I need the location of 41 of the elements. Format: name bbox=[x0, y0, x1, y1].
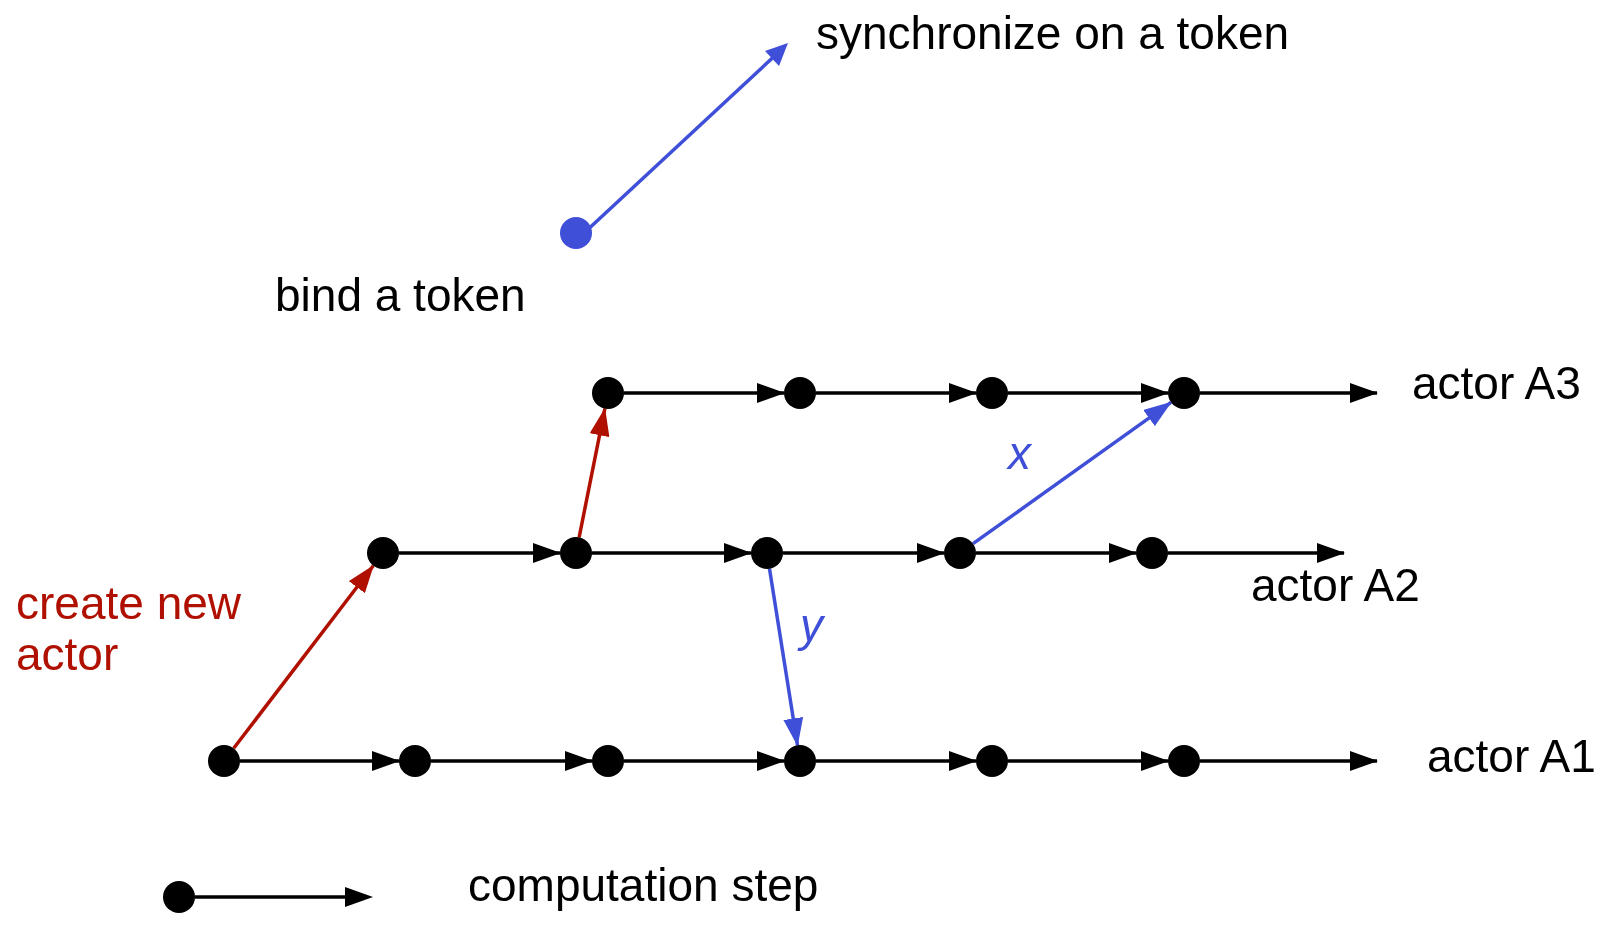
arrow bbox=[592, 543, 752, 563]
step-dot bbox=[1168, 377, 1200, 409]
arrow bbox=[399, 543, 561, 563]
legend-text: computation step bbox=[468, 860, 819, 911]
step-dot bbox=[208, 745, 240, 777]
arrow bbox=[972, 400, 1172, 546]
arrow bbox=[624, 751, 785, 771]
step-dot bbox=[367, 537, 399, 569]
arrow bbox=[816, 751, 977, 771]
arrow bbox=[1008, 383, 1169, 403]
step-dot bbox=[1168, 745, 1200, 777]
actor-label: actor A1 bbox=[1427, 731, 1596, 782]
step-dot bbox=[976, 745, 1008, 777]
arrow bbox=[783, 543, 945, 563]
step-dot bbox=[592, 377, 624, 409]
step-dot bbox=[784, 745, 816, 777]
actor-label: actor A3 bbox=[1412, 358, 1581, 409]
annotation-text: create new actor bbox=[16, 578, 242, 680]
step-dot bbox=[592, 745, 624, 777]
actor-label: actor A2 bbox=[1251, 560, 1420, 611]
step-dot bbox=[976, 377, 1008, 409]
arrow bbox=[431, 751, 593, 771]
legend-text: synchronize on a token bbox=[816, 8, 1290, 59]
arrow bbox=[816, 383, 977, 403]
step-dot bbox=[560, 537, 592, 569]
arrow bbox=[1008, 751, 1169, 771]
arrow bbox=[1200, 383, 1378, 403]
arrow bbox=[232, 564, 375, 750]
step-dot bbox=[784, 377, 816, 409]
step-dot bbox=[944, 537, 976, 569]
arrow bbox=[1200, 751, 1378, 771]
arrow bbox=[767, 568, 804, 747]
legend-text: bind a token bbox=[275, 270, 526, 321]
step-dot bbox=[751, 537, 783, 569]
step-dot bbox=[1136, 537, 1168, 569]
step-dot bbox=[399, 745, 431, 777]
arrow bbox=[240, 751, 400, 771]
arrow bbox=[577, 407, 610, 538]
arrow bbox=[1168, 543, 1345, 563]
arrow bbox=[624, 383, 785, 403]
arrow bbox=[976, 543, 1137, 563]
